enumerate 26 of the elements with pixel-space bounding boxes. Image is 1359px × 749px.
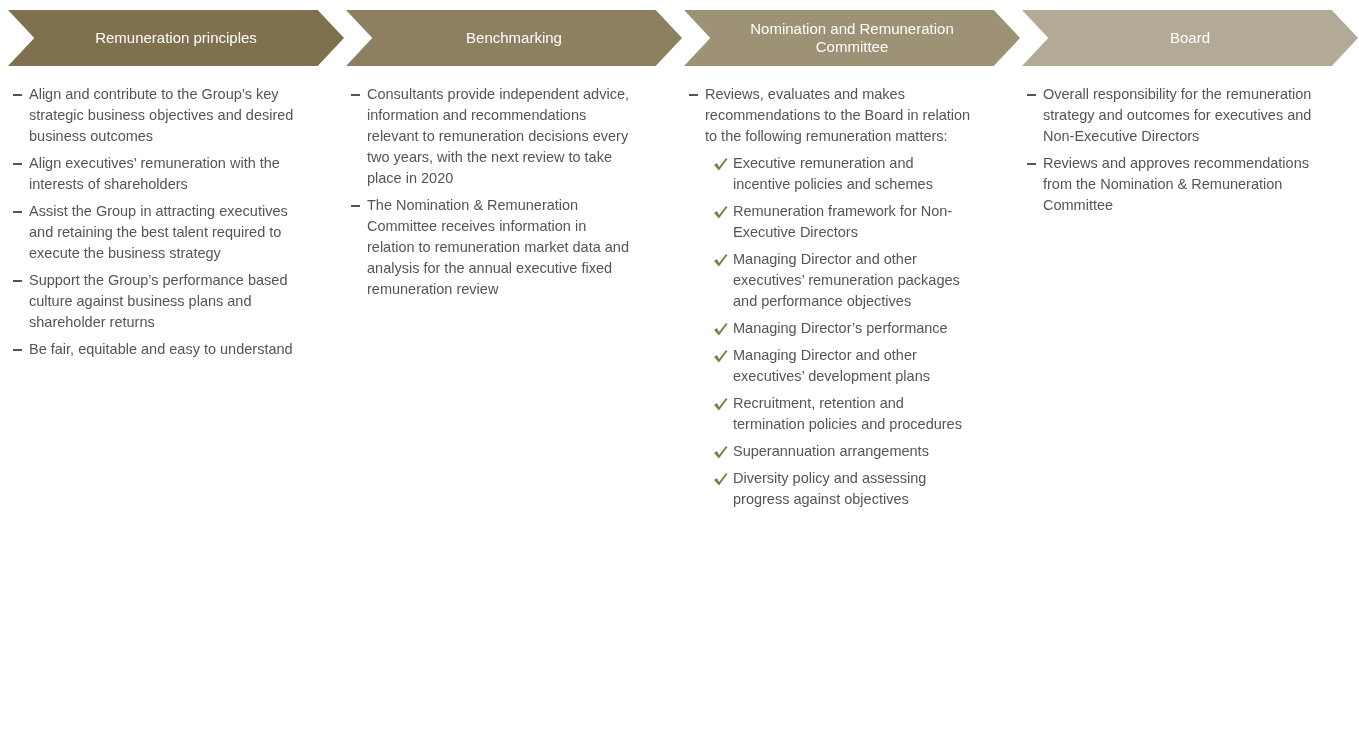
bullet-item: Reviews and approves recommendations from the Nomination & Remuneration Committee (1043, 155, 1309, 213)
chevron-step (8, 10, 344, 66)
bullet-item: Align and contribute to the Group’s key strategic business objectives and desired business outcomes (29, 86, 294, 144)
bullet-item: Reviews, evaluates and makes recommendations to the Board in relation to the following remuneration matters: (705, 86, 971, 144)
bullet-item: Assist the Group in attracting executives and retaining the best talent required to execute the business strategy (29, 203, 288, 261)
step-heading: Nomination and Remuneration Committee (749, 20, 955, 56)
checklist-item: Managing Director’s performance (733, 320, 948, 336)
step-heading: Board (1170, 29, 1210, 47)
chevron-step (1022, 10, 1358, 66)
step-heading: Remuneration principles (95, 29, 257, 47)
bullet-item: Be fair, equitable and easy to understand (29, 341, 293, 357)
checklist-item: Superannuation arrangements (733, 443, 929, 459)
checklist-item: Recruitment, retention and termination policies and procedures (733, 395, 962, 432)
bullet-item: Consultants provide independent advice, information and recommendations relevant to remuneration decisions every two years, with the next review to take place in 2020 (367, 86, 629, 186)
step-heading: Benchmarking (466, 29, 562, 47)
checklist-item: Executive remuneration and incentive policies and schemes (733, 155, 933, 192)
bullet-item: Align executives’ remuneration with the interests of shareholders (29, 155, 280, 192)
checklist-item: Remuneration framework for Non-Executive Directors (733, 203, 953, 240)
chevron-step (346, 10, 682, 66)
chevron-step (684, 10, 1020, 66)
bullet-item: Support the Group’s performance based culture against business plans and shareholder returns (29, 272, 288, 330)
bullet-item: The Nomination & Remuneration Committee receives information in relation to remuneration market data and analysis for the annual executive fixed remuneration review (367, 197, 629, 297)
checklist-item: Managing Director and other executives’ remuneration packages and performance objectives (733, 251, 960, 309)
checklist-item: Managing Director and other executives’ development plans (733, 347, 930, 384)
bullet-item: Overall responsibility for the remuneration strategy and outcomes for executives and Non-Executive Directors (1043, 86, 1312, 144)
checklist-item: Diversity policy and assessing progress against objectives (733, 470, 927, 507)
